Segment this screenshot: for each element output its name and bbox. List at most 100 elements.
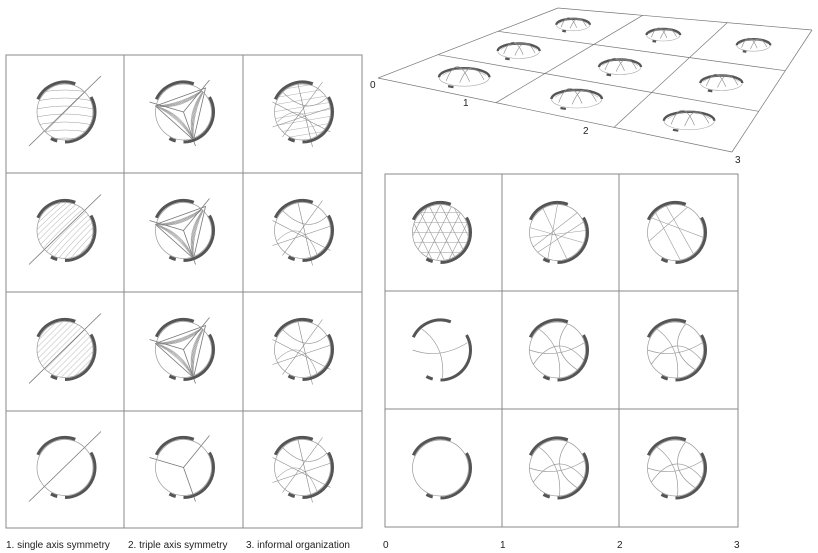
thick-arc — [287, 492, 296, 498]
thick-arc — [154, 318, 195, 338]
informal-curve — [282, 210, 328, 225]
left-cell-r3-c1 — [28, 313, 102, 384]
left-cell-r4-c3 — [272, 436, 334, 503]
straight-hatch — [37, 321, 76, 378]
triangle-hatch — [155, 343, 194, 378]
left-cell-r3-c2 — [149, 317, 215, 384]
dome-curve — [684, 111, 710, 127]
perspective-axis-label-2: 2 — [583, 126, 589, 137]
short-arc — [707, 89, 713, 93]
dome-curve — [667, 111, 711, 120]
short-arc — [742, 50, 747, 53]
thick-arc — [36, 80, 76, 100]
cell-pattern — [277, 329, 328, 375]
curved-hatch — [37, 202, 93, 259]
thick-arc — [64, 333, 97, 381]
thin-ring — [647, 439, 704, 497]
left-cell-r1-c2 — [149, 79, 215, 147]
thick-arc — [50, 137, 58, 143]
irregular-line — [650, 217, 704, 238]
dome-curve — [750, 38, 768, 49]
thin-ring — [155, 83, 212, 141]
perspective-line — [377, 7, 559, 79]
informal-curve — [282, 329, 328, 344]
thick-arc — [183, 96, 215, 144]
axis-branch — [149, 339, 184, 350]
thick-arc — [168, 492, 177, 498]
arc-curve — [537, 327, 561, 378]
thick-arc — [64, 96, 97, 144]
thick-arc — [168, 255, 177, 261]
curved-hatch — [48, 202, 93, 259]
tri-grid — [412, 204, 415, 261]
informal-line — [297, 81, 313, 148]
left-cell-r1-c1 — [25, 58, 105, 160]
informal-line — [282, 319, 323, 375]
left-grid-cells — [25, 58, 334, 503]
cell-pattern — [155, 206, 206, 259]
right-cell-r2-c1 — [411, 318, 472, 382]
thick-arc — [425, 375, 434, 381]
short-arc — [562, 29, 567, 33]
triangle-hatch — [155, 105, 194, 140]
irregular-line — [537, 220, 586, 253]
perspective-line — [731, 29, 813, 153]
thin-ring — [36, 83, 94, 141]
curved-hatch — [37, 121, 93, 129]
thin-ring — [274, 439, 331, 496]
left-cell-r4-c2 — [149, 435, 215, 502]
short-arc — [672, 128, 679, 132]
dome-curve — [558, 18, 588, 24]
perspective-cell-2-1 — [645, 27, 682, 43]
thick-arc — [440, 452, 472, 500]
curved-hatch — [25, 154, 105, 160]
arc-curve — [647, 341, 704, 354]
curved-hatch — [25, 146, 105, 152]
right-cell-r2-c2 — [528, 318, 589, 382]
dome-curve — [554, 89, 599, 98]
grid-hatch — [60, 84, 93, 117]
dome-curve — [670, 109, 695, 126]
curved-hatch — [37, 202, 93, 259]
dome-curve — [500, 43, 537, 50]
arc-curve — [559, 323, 578, 371]
thin-ring — [529, 439, 586, 497]
arc-curve — [647, 459, 704, 472]
left-cell-r2-c3 — [272, 199, 334, 266]
grid-hatch — [37, 107, 70, 140]
dome-curve — [514, 42, 536, 56]
curved-hatch — [25, 58, 105, 64]
thick-arc — [411, 436, 452, 456]
short-arc — [606, 73, 612, 77]
short-arc — [652, 39, 657, 43]
thin-ring — [412, 204, 469, 261]
perspective-line — [437, 54, 759, 112]
thick-arc — [273, 199, 314, 219]
thin-ring — [36, 202, 94, 259]
informal-line — [272, 106, 333, 128]
dome-curve — [601, 59, 639, 66]
thick-arc — [646, 201, 687, 221]
informal-curve — [282, 447, 328, 462]
perspective-cell-3-3 — [662, 109, 716, 132]
dome-curve — [741, 37, 758, 49]
irregular-line — [655, 212, 681, 261]
tri-grid — [363, 193, 403, 273]
right-cell-r1-c3 — [646, 201, 707, 264]
thick-arc — [557, 452, 589, 500]
irregular-line — [529, 227, 583, 243]
dome-curve — [445, 66, 470, 82]
thin-ring — [412, 439, 469, 497]
triangle — [154, 87, 207, 141]
thin-ring — [647, 204, 704, 261]
thick-arc — [154, 80, 195, 100]
thick-arc — [50, 255, 58, 261]
thick-arc — [528, 201, 569, 221]
column-label-single-axis: 1. single axis symmetry — [6, 540, 110, 551]
arc-curve — [651, 345, 702, 365]
perspective-line — [557, 7, 813, 31]
right-cell-r3-c1 — [411, 436, 472, 500]
left-cell-r2-c1 — [28, 194, 102, 265]
thick-arc — [273, 80, 314, 100]
cell-pattern — [647, 323, 704, 378]
